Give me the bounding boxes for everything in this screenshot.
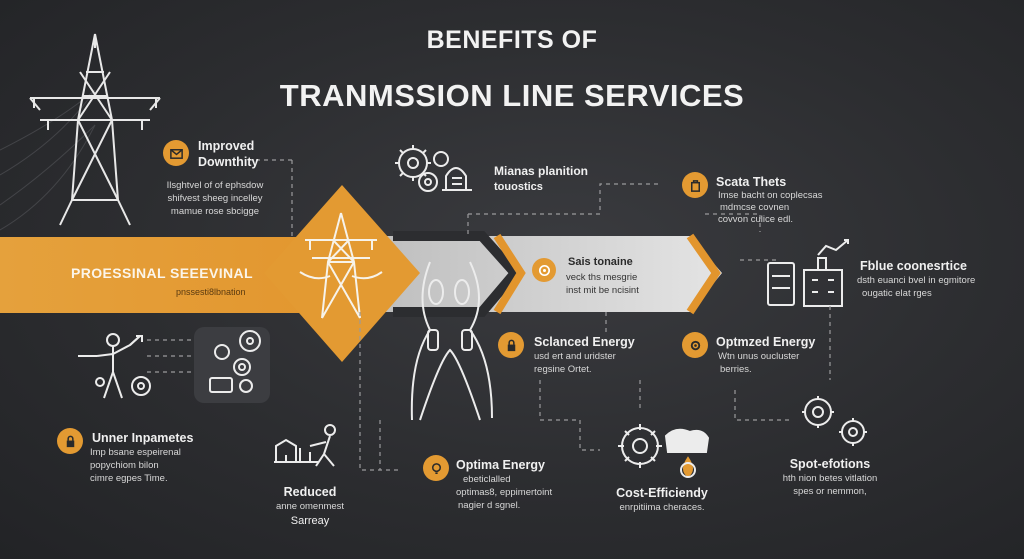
scata-icon <box>682 172 708 198</box>
unner-title: Unner Inpametes <box>92 431 194 445</box>
optimized-line-2: berries. <box>720 364 752 375</box>
cost-title: Cost-Efficiendy <box>616 486 708 500</box>
factory-icon <box>767 239 849 307</box>
connector-lines <box>147 159 831 471</box>
title-line-1: BENEFITS OF <box>426 26 598 54</box>
cost-line-1: enrpitiima cheraces. <box>619 502 705 513</box>
scata-line-1: Imse bacht on coplecsas <box>718 190 823 201</box>
target-icon <box>538 264 550 276</box>
improved-line-1: Ilsghtvel of of ephsdow <box>166 180 264 191</box>
improved-title-1: Improved <box>198 139 255 153</box>
chevron-dark <box>393 231 522 317</box>
unner-line-1: Imp bsane espeirenal <box>90 447 181 458</box>
improved-title-2: Downthity <box>198 155 259 169</box>
balanced-line-1: usd ert and uridster <box>534 351 616 362</box>
title-line-2: TRANMSSION LINE SERVICES <box>279 78 745 113</box>
scata-line-2: mdmcse covnen <box>720 202 790 213</box>
spot-line-1: hth nion betes vitlation <box>782 473 878 484</box>
arrow-label-icon <box>532 258 556 282</box>
mianas-title-2: touostics <box>494 181 543 193</box>
chevron-orange-2 <box>686 233 721 315</box>
optimized-line-1: Wtn unus oucluster <box>718 351 800 362</box>
banner-title: PROESSINAL SEEEVINAL <box>71 265 254 281</box>
mianas-title-1: Mianas planition <box>494 164 589 178</box>
optima-line-3: nagier d sgnel. <box>458 500 521 511</box>
unner-line-3: cimre egpes Time. <box>90 473 168 484</box>
fblue-title: Fblue coonesrtice <box>860 259 967 273</box>
gears-right-icon <box>802 396 867 446</box>
unner-icon <box>57 428 83 454</box>
optima-title: Optima Energy <box>456 458 545 472</box>
tower-illustration <box>29 33 161 226</box>
worker-illustration <box>78 333 151 399</box>
optimized-icon <box>682 332 708 358</box>
unner-line-2: popychiom bilon <box>90 460 159 471</box>
chevron-orange-1 <box>493 233 526 315</box>
reduced-chart-icon <box>274 424 336 467</box>
bag-icon <box>690 179 700 192</box>
spot-line-2: spes or nemmon, <box>793 486 867 497</box>
mail-icon <box>169 148 183 159</box>
gear-icon <box>690 340 700 350</box>
gears-oil-icon <box>618 424 710 478</box>
balanced-icon <box>498 332 524 358</box>
lock-icon <box>507 339 515 351</box>
line-clamp-illustration <box>410 261 493 421</box>
reduced-line-1: anne omenmest <box>275 501 345 512</box>
optima-icon <box>423 455 449 481</box>
lock-icon <box>66 435 74 447</box>
fblue-line-1: dsth euanci bvel in egmitore <box>857 275 976 286</box>
improved-line-3: mamue rose sbcigge <box>170 206 260 217</box>
scata-title: Scata Thets <box>716 175 787 189</box>
optima-line-2: optimas8, eppimertoint <box>456 487 553 498</box>
arrow-label-line-1: veck ths mesgrie <box>566 272 638 283</box>
reduced-title: Reduced <box>283 485 337 499</box>
gears-top-icon <box>395 145 472 192</box>
improved-line-2: shifvest sheeg incelley <box>167 193 263 204</box>
gear-panel-icon <box>209 330 261 393</box>
scata-line-3: covvon culice edl. <box>718 214 793 225</box>
improved-icon <box>163 140 189 166</box>
bulb-icon <box>431 462 441 474</box>
optimized-title: Optmzed Energy <box>716 335 816 349</box>
optima-line-1: ebeticlalled <box>463 474 511 485</box>
fblue-line-2: ougatic elat rges <box>862 288 932 299</box>
balanced-line-2: regsine Ortet. <box>534 364 592 375</box>
orange-diamond <box>264 185 420 362</box>
diamond-tower-icon <box>299 212 383 319</box>
banner-subtitle: pnssesti8lbnation <box>176 287 246 297</box>
balanced-title: Sclanced Energy <box>534 335 635 349</box>
spot-title: Spot-efotions <box>789 457 871 471</box>
reduced-line-2: Sarreay <box>290 515 330 527</box>
arrow-label-line-2: inst mit be ncisint <box>566 285 639 296</box>
arrow-label-title: Sais tonaine <box>568 256 633 268</box>
